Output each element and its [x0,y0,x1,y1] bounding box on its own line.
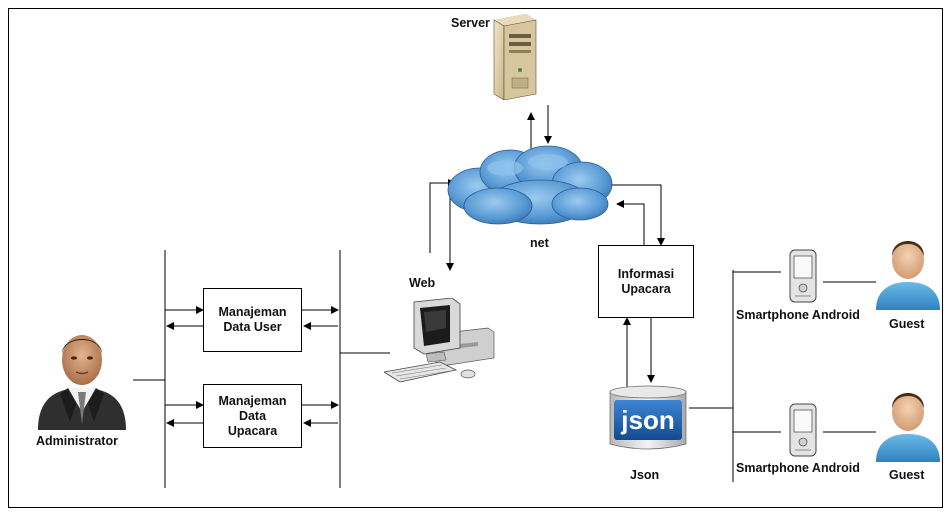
mgmt-upacara-line-1: Manajeman [218,393,287,408]
arrow-cloud-to-info [600,184,665,246]
cloud-label: net [530,236,549,250]
web-label: Web [409,276,436,290]
mgmt-upacara-line-2: Data [238,408,267,423]
businessman-icon [38,335,126,430]
json-label: Json [630,468,660,482]
manajeman-data-user-box: Manajeman Data User [203,288,302,352]
json-logo-icon: json [609,385,687,450]
mgmt-user-line-2: Data User [223,320,282,334]
info-line-1: Informasi [617,266,675,281]
guest-top-label: Guest [889,317,925,331]
smartphone-bottom-label: Smartphone Android [736,461,860,475]
cloud-icon [447,145,613,225]
server-tower-icon [493,14,537,100]
guest-bottom-label: Guest [889,468,925,482]
info-line-2: Upacara [621,281,671,296]
server-label: Server [451,16,490,30]
user-icon [876,393,940,462]
arrow-web-to-cloud [429,179,456,253]
json-logo-text: json [620,405,674,435]
user-icon [876,241,940,310]
manajeman-data-upacara-box: Manajeman Data Upacara [203,384,302,448]
mobile-phone-icon [789,403,817,457]
smartphone-top-label: Smartphone Android [736,308,860,322]
mgmt-user-line-1: Manajeman [218,305,287,319]
desktop-computer-icon [384,298,495,383]
informasi-upacara-box: Informasi Upacara [598,245,694,318]
arrow-info-to-cloud [616,200,645,245]
administrator-label: Administrator [36,434,118,448]
mobile-phone-icon [789,249,817,303]
mgmt-upacara-line-3: Upacara [227,423,278,438]
